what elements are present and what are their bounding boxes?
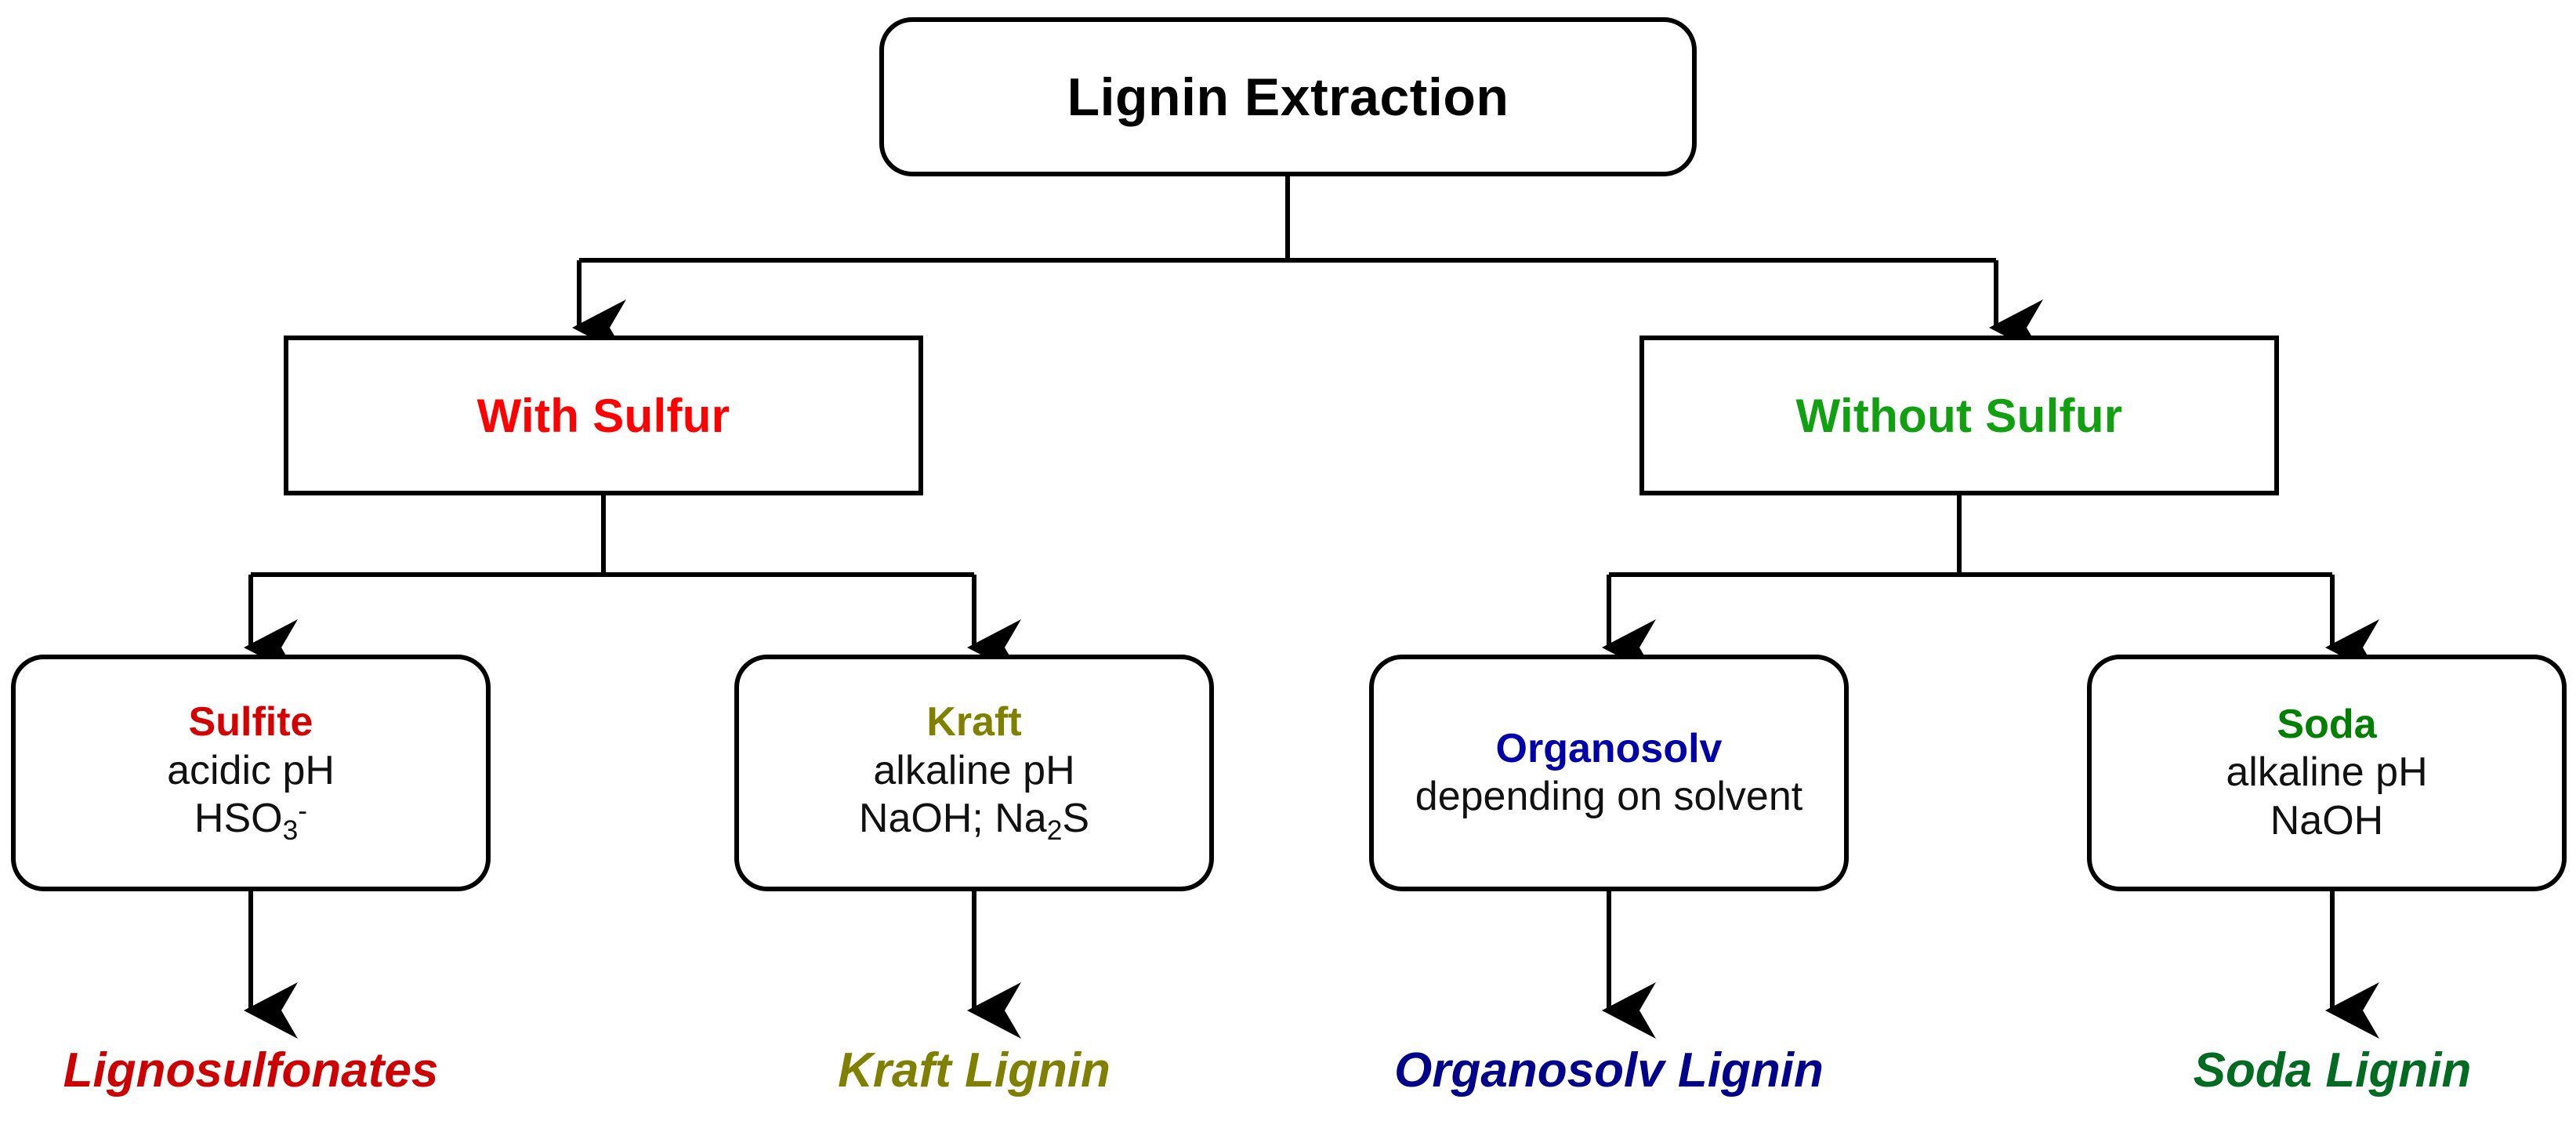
root-label: Lignin Extraction (1067, 67, 1509, 127)
node-lignin-extraction[interactable]: Lignin Extraction (879, 17, 1697, 176)
product-soda-lignin: Soda Lignin (2193, 1043, 2472, 1097)
node-soda[interactable]: Soda alkaline pH NaOH (2087, 655, 2567, 891)
kraft-title: Kraft (926, 699, 1022, 746)
organosolv-ph: depending on solvent (1415, 774, 1803, 819)
sulfite-title: Sulfite (188, 699, 313, 746)
organosolv-title: Organosolv (1495, 725, 1723, 771)
node-organosolv[interactable]: Organosolv depending on solvent (1369, 655, 1849, 891)
soda-reagent: NaOH (2270, 797, 2384, 843)
without-sulfur-label: Without Sulfur (1795, 389, 2123, 442)
edge-without-sulfur-to-children (1609, 495, 2332, 577)
soda-ph: alkaline pH (2226, 749, 2428, 796)
node-kraft[interactable]: Kraft alkaline pH NaOH; Na2S (734, 655, 1214, 891)
kraft-ph: alkaline pH (873, 747, 1075, 793)
with-sulfur-label: With Sulfur (476, 389, 730, 442)
sulfite-ph: acidic pH (167, 747, 335, 793)
sulfite-reagent: HSO3- (194, 796, 308, 846)
product-lignosulfonates: Lignosulfonates (63, 1043, 439, 1097)
soda-title: Soda (2277, 701, 2377, 747)
edge-root-to-branches (579, 176, 1996, 263)
node-with-sulfur[interactable]: With Sulfur (284, 336, 923, 495)
node-without-sulfur[interactable]: Without Sulfur (1639, 336, 2279, 495)
node-sulfite[interactable]: Sulfite acidic pH HSO3- (11, 655, 491, 891)
product-kraft-lignin: Kraft Lignin (838, 1043, 1110, 1097)
product-organosolv-lignin: Organosolv Lignin (1394, 1043, 1824, 1097)
edge-with-sulfur-to-children (251, 495, 974, 577)
kraft-reagent: NaOH; Na2S (858, 796, 1090, 846)
